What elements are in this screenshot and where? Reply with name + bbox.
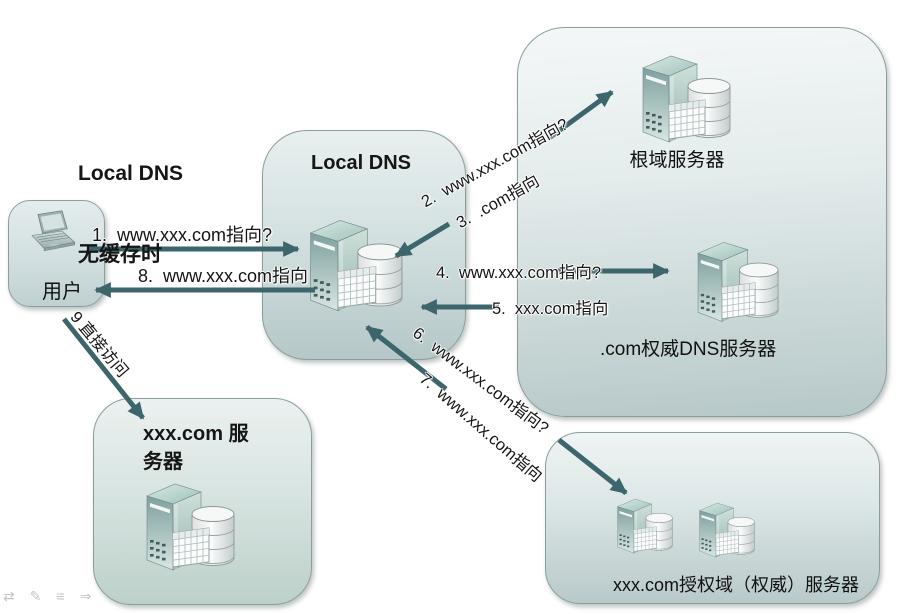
step4-label: 4. www.xxx.com指向? — [436, 264, 602, 282]
root-server-label: 根域服务器 — [629, 150, 725, 171]
watermark-menu-icon: ≡ — [56, 588, 65, 604]
page-title: Local DNS 无缓存时 — [78, 106, 183, 322]
page-title-line2: 无缓存时 — [78, 243, 162, 266]
auth-domain-server-label: xxx.com授权域（权威）服务器 — [613, 575, 860, 595]
watermark-pencil-icon: ✎ — [29, 588, 42, 604]
watermark-row: ⇄ ✎ ≡ ⇒ — [3, 588, 91, 605]
step8-label: 8. www.xxx.com指向 — [138, 266, 309, 286]
page-title-line1: Local DNS — [78, 162, 184, 185]
step1-label: 1. www.xxx.com指向? — [92, 225, 273, 245]
watermark-swap-icon: ⇄ — [3, 588, 15, 604]
watermark-arrow-icon: ⇒ — [79, 588, 92, 604]
user-label: 用户 — [42, 281, 82, 303]
step5-label: 5. xxx.com指向 — [492, 300, 609, 318]
xxx-server-title: xxx.com 服务器 — [143, 423, 249, 473]
com-authoritative-label: .com权威DNS服务器 — [600, 339, 777, 360]
local-dns-title: Local DNS — [311, 152, 412, 174]
